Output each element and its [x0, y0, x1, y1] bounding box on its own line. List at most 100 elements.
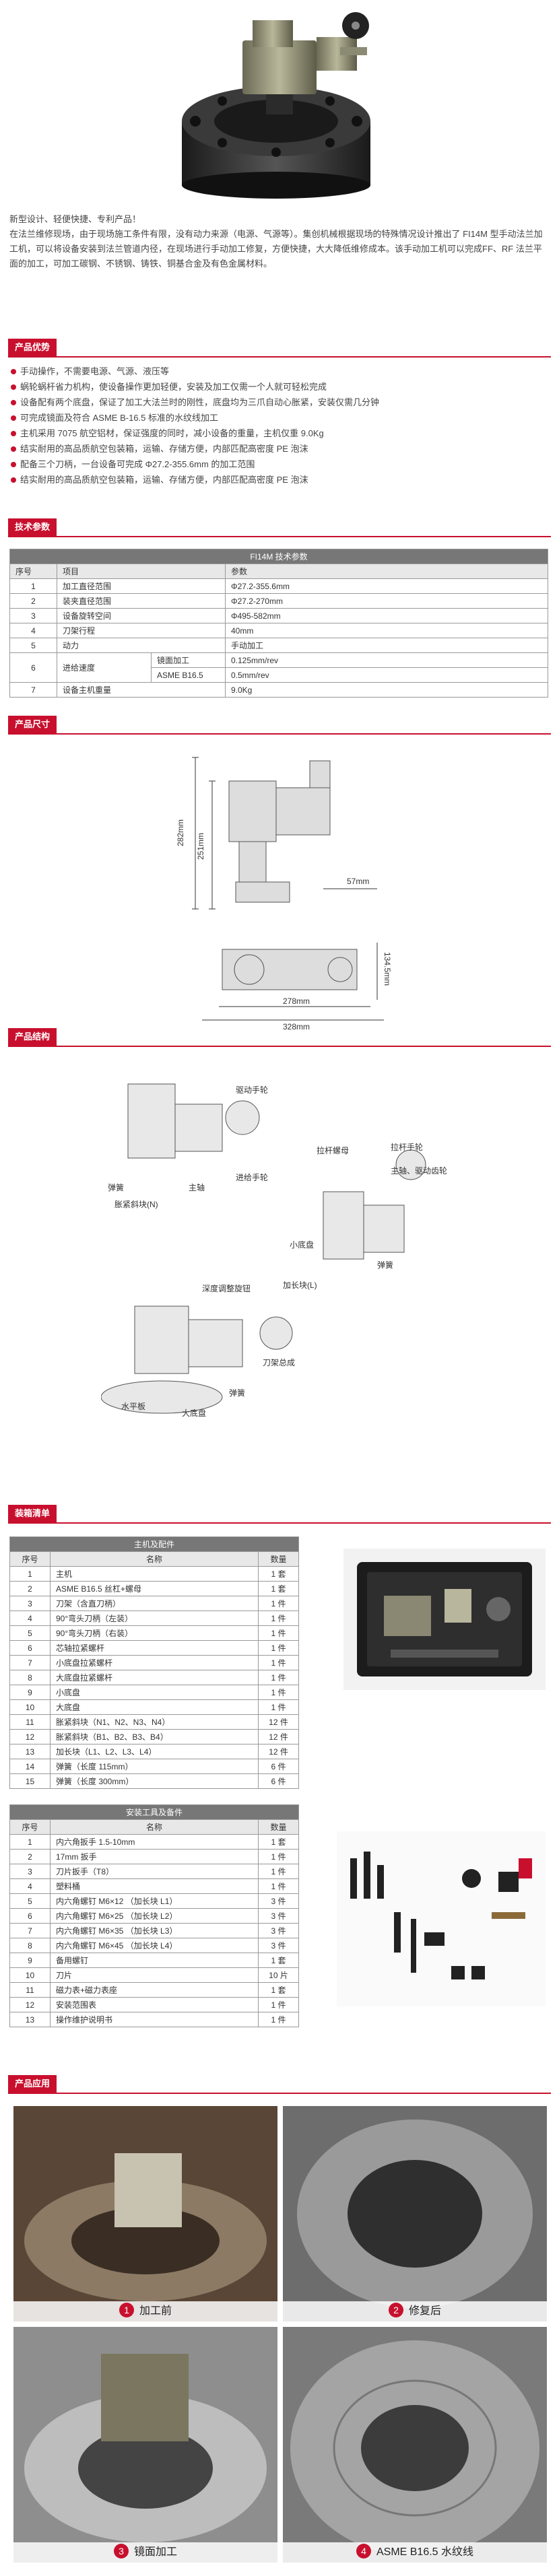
table-cell: 13: [9, 2012, 51, 2027]
advantages-list: 手动操作，不需要电源、气源、液压等 蜗轮蜗杆省力机构，使设备操作更加轻便，安装及…: [9, 364, 548, 487]
table-cell: 1 件: [258, 1685, 299, 1700]
part-label: 拉杆螺母: [317, 1146, 350, 1155]
part-label: 水平板: [121, 1402, 146, 1411]
table-cell: 刀片: [50, 1967, 259, 1983]
table-cell: 3: [9, 1864, 51, 1879]
part-label: 小底盘: [290, 1240, 315, 1250]
table-cell: 1 件: [258, 1611, 299, 1626]
table-cell: 90°弯头刀柄（右装）: [50, 1625, 259, 1641]
table-header-row: 序号 名称 数量: [9, 1819, 299, 1835]
table-cell: 1 件: [258, 1864, 299, 1879]
table-cell: 弹簧（长度 300mm）: [50, 1773, 259, 1789]
table-header-row: 序号 项目 参数: [9, 564, 548, 579]
table-cell: 3 件: [258, 1938, 299, 1953]
table-cell: 1 件: [258, 1596, 299, 1611]
table-cell: 内六角螺钉 M6×25 （加长块 L2）: [50, 1908, 259, 1924]
table-cell: 13: [9, 1744, 51, 1759]
table-cell: 1 套: [258, 1834, 299, 1850]
table-cell: 12 件: [258, 1729, 299, 1744]
table-cell: 1 件: [258, 1670, 299, 1685]
part-label: 刀架总成: [263, 1358, 296, 1367]
section-divider: [8, 1046, 551, 1047]
table-cell: 1 件: [258, 1699, 299, 1715]
intro-text: 新型设计、轻便快捷、专利产品！ 在法兰维修现场，由于现场施工条件有限，没有动力来…: [9, 212, 548, 271]
section-divider: [8, 536, 551, 537]
table-cell: 大底盘拉紧螺杆: [50, 1670, 259, 1685]
table-cell: ASME B16.5 丝杠+螺母: [50, 1581, 259, 1596]
structure-diagram: 驱动手轮 弹簧 主轴 胀紧斜块(N) 进给手轮 拉杆螺母 拉杆手轮 主轴、驱动齿…: [100, 1057, 478, 1461]
part-label: 弹簧: [377, 1260, 394, 1270]
table-cell: 6 件: [258, 1773, 299, 1789]
table-cell: 弹簧（长度 115mm）: [50, 1759, 259, 1774]
table-cell: 塑料桶: [50, 1878, 259, 1894]
table-cell: 内六角螺钉 M6×12 （加长块 L1）: [50, 1893, 259, 1909]
section-title-packing: 装箱清单: [8, 1505, 57, 1522]
section-title-advantages: 产品优势: [8, 339, 57, 356]
photo-groove: [290, 2340, 539, 2556]
table-header-row: 序号 名称 数量: [9, 1551, 299, 1567]
table-cell: 8: [9, 1670, 51, 1685]
table-cell: 10: [9, 1699, 51, 1715]
table-cell: 主机: [50, 1566, 259, 1582]
advantage-item: 配备三个刀柄，一台设备可完成 Φ27.2-355.6mm 的加工范围: [9, 456, 548, 472]
table-cell: 7: [9, 1655, 51, 1670]
table-cell: 小底盘: [50, 1685, 259, 1700]
photo-mirror: [24, 2354, 267, 2542]
table-cell: 5: [9, 1893, 51, 1909]
table-cell: 1 套: [258, 1581, 299, 1596]
table-cell: 6 件: [258, 1759, 299, 1774]
table-cell: 3 件: [258, 1893, 299, 1909]
dim-label: 134.5mm: [383, 951, 393, 986]
dim-label: 251mm: [196, 832, 206, 860]
table-cell: 12: [9, 1729, 51, 1744]
table-cell: 9: [9, 1953, 51, 1968]
part-label: 主轴、驱动齿轮: [391, 1166, 448, 1176]
table-cell: 刀架（含直刀柄）: [50, 1596, 259, 1611]
header-cell: 序号: [9, 564, 57, 579]
section-title-specs: 技术参数: [8, 518, 57, 536]
advantage-item: 手动操作，不需要电源、气源、液压等: [9, 364, 548, 379]
table-cell: 1 件: [258, 1997, 299, 2012]
table-cell: 3: [9, 1596, 51, 1611]
advantage-item: 可完成镜面及符合 ASME B-16.5 标准的水纹线加工: [9, 410, 548, 426]
section-title-structure: 产品结构: [8, 1028, 57, 1046]
table-cell: 2: [9, 1581, 51, 1596]
table-cell: 操作维护说明书: [50, 2012, 259, 2027]
table-cell: 12: [9, 1997, 51, 2012]
intro-description: 在法兰维修现场，由于现场施工条件有限，没有动力来源（电源、气源等）。集创机械根据…: [9, 229, 543, 269]
table-caption: 安装工具及备件: [9, 1804, 299, 1820]
table-caption: 主机及配件: [9, 1536, 299, 1552]
advantage-item: 结实耐用的高品质航空包装箱，运输、存储方便，内部匹配高密度 PE 泡沫: [9, 472, 548, 487]
table-cell: 6: [9, 1908, 51, 1924]
table-cell: 90°弯头刀柄（左装）: [50, 1611, 259, 1626]
header-cell: 项目: [57, 564, 226, 579]
advantage-item: 蜗轮蜗杆省力机构，使设备操作更加轻便，安装及加工仅需一个人就可轻松完成: [9, 379, 548, 395]
table-cell: 1 件: [258, 1878, 299, 1894]
intro-tagline: 新型设计、轻便快捷、专利产品！: [9, 214, 141, 224]
part-label: 进给手轮: [236, 1173, 269, 1182]
table-cell: 7: [9, 1923, 51, 1938]
table-cell: 1: [9, 1834, 51, 1850]
